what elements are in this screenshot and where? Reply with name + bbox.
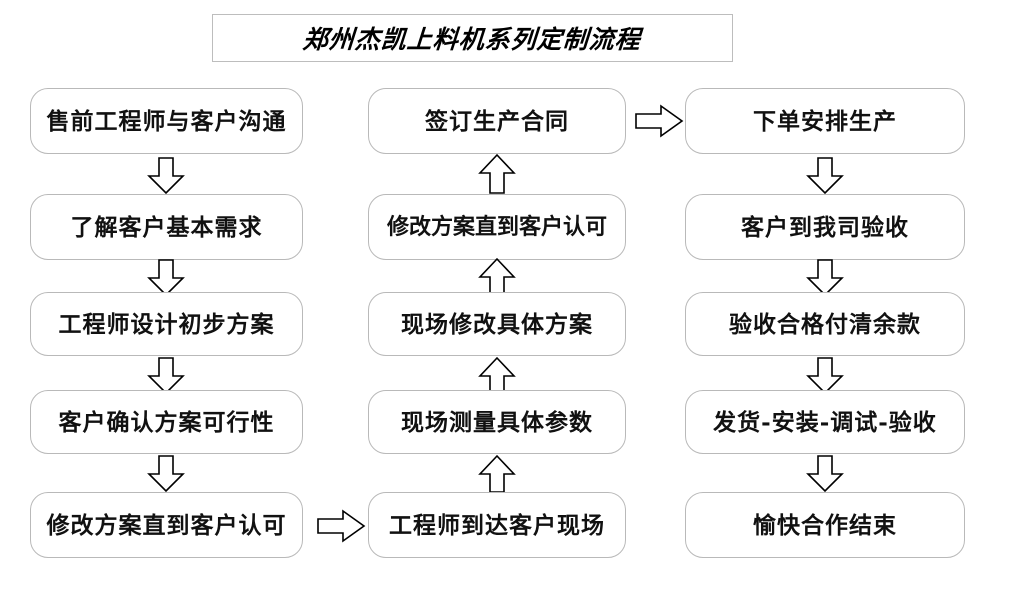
node-engineer-arrives-onsite[interactable]: 工程师到达客户现场 [368,492,626,558]
node-ship-install-commission-accept[interactable]: 发货-安装-调试-验收 [685,390,965,454]
node-label: 售前工程师与客户沟通 [46,107,287,135]
node-label: 了解客户基本需求 [70,213,263,241]
node-label: 修改方案直到客户认可 [386,214,607,240]
node-label: 签订生产合同 [425,107,569,135]
node-revise-until-approved-left[interactable]: 修改方案直到客户认可 [30,492,303,558]
node-label: 下单安排生产 [753,107,897,135]
arrow-up-1 [473,152,521,196]
node-label: 发货-安装-调试-验收 [713,408,937,436]
chart-title-box: 郑州杰凯上料机系列定制流程 [212,14,733,62]
node-customer-inspection-at-factory[interactable]: 客户到我司验收 [685,194,965,260]
node-label: 客户到我司验收 [741,213,909,241]
node-pay-balance-after-acceptance[interactable]: 验收合格付清余款 [685,292,965,356]
arrow-down-4 [142,454,190,494]
node-label: 工程师到达客户现场 [389,511,605,539]
node-engineer-initial-design[interactable]: 工程师设计初步方案 [30,292,303,356]
node-label: 愉快合作结束 [753,511,897,539]
node-understand-requirements[interactable]: 了解客户基本需求 [30,194,303,260]
node-label: 验收合格付清余款 [729,310,921,338]
node-label: 客户确认方案可行性 [58,408,275,436]
node-happy-cooperation-end[interactable]: 愉快合作结束 [685,492,965,558]
arrow-right-left-to-middle [316,508,370,544]
chart-title-text: 郑州杰凯上料机系列定制流程 [302,25,643,54]
node-customer-confirm-feasibility[interactable]: 客户确认方案可行性 [30,390,303,454]
node-sign-production-contract[interactable]: 签订生产合同 [368,88,626,154]
node-label: 修改方案直到客户认可 [46,511,287,539]
node-label: 现场测量具体参数 [401,408,593,436]
arrow-down-6 [801,258,849,298]
node-onsite-revise-plan[interactable]: 现场修改具体方案 [368,292,626,356]
node-label: 现场修改具体方案 [401,310,593,338]
node-place-order-schedule-production[interactable]: 下单安排生产 [685,88,965,154]
arrow-down-2 [142,258,190,298]
arrow-down-8 [801,454,849,494]
node-onsite-measure-parameters[interactable]: 现场测量具体参数 [368,390,626,454]
arrow-down-1 [142,156,190,196]
arrow-up-4 [473,453,521,495]
arrow-down-5 [801,156,849,196]
node-pre-sales-communication[interactable]: 售前工程师与客户沟通 [30,88,303,154]
arrow-down-3 [142,356,190,396]
node-revise-until-approved-middle[interactable]: 修改方案直到客户认可 [368,194,626,260]
node-label: 工程师设计初步方案 [58,310,275,338]
arrow-right-middle-to-right [634,103,688,139]
arrow-down-7 [801,356,849,396]
